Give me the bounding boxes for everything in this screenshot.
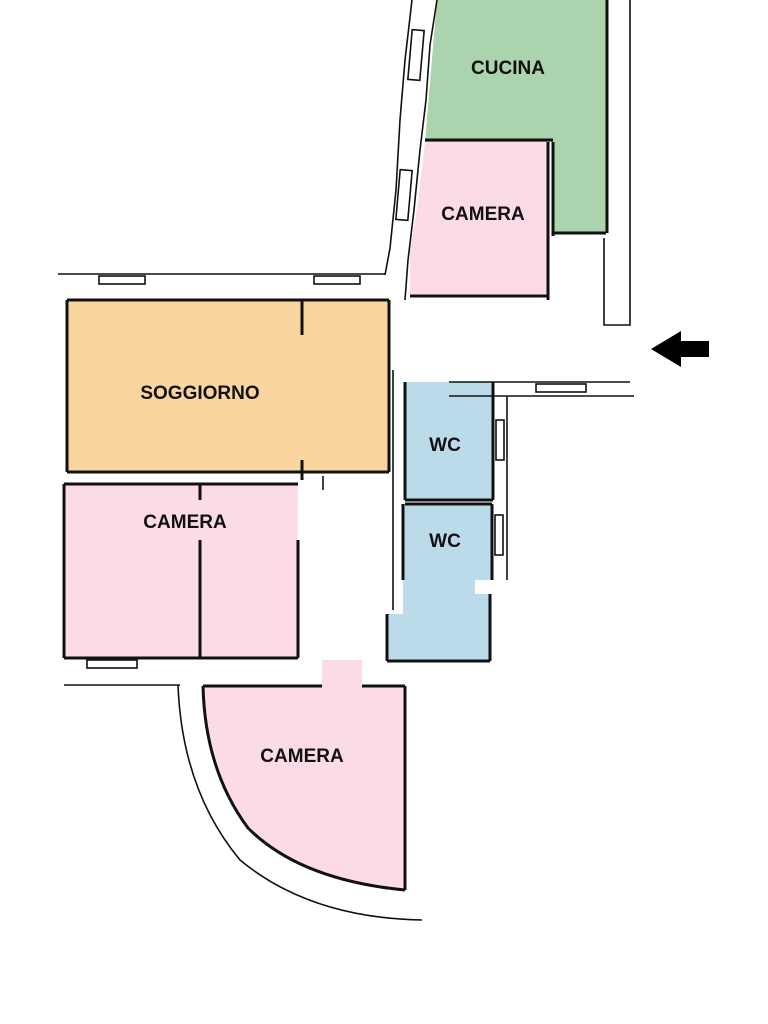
room-camera-bottom <box>203 660 405 890</box>
room-label-soggiorno: SOGGIORNO <box>140 383 259 404</box>
room-wc-1 <box>405 382 493 500</box>
room-label-wc-1: WC <box>429 435 461 456</box>
room-label-camera-top: CAMERA <box>441 204 525 225</box>
left-arrow-icon <box>651 331 709 367</box>
room-camera-mid <box>64 484 298 658</box>
room-camera-top <box>410 142 548 296</box>
room-label-camera-bottom: CAMERA <box>260 746 344 767</box>
room-label-cucina: CUCINA <box>471 58 545 79</box>
room-labels: CUCINA CAMERA SOGGIORNO WC WC CAMERA CAM… <box>140 58 545 767</box>
room-label-camera-mid: CAMERA <box>143 512 227 533</box>
walls <box>58 0 634 921</box>
room-cucina <box>425 0 606 233</box>
window-marks <box>86 28 587 669</box>
room-soggiorno <box>67 301 389 472</box>
room-wc-2 <box>387 504 492 661</box>
room-label-wc-2: WC <box>429 531 461 552</box>
room-fills <box>64 0 606 890</box>
